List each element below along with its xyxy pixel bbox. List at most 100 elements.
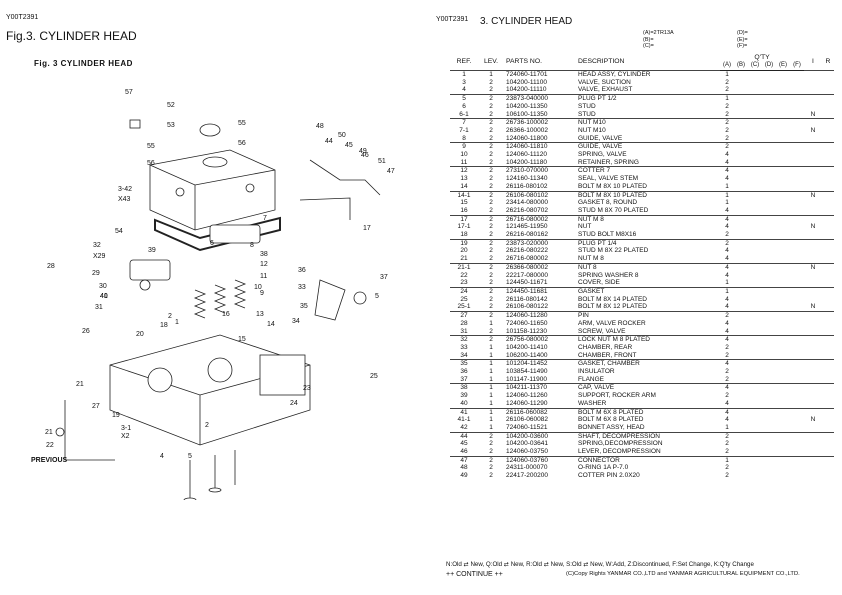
qty-e-cell [776,247,790,255]
ref-cell: 28 [460,319,468,327]
qty-e-cell [776,199,790,207]
qty-e-cell [776,231,790,239]
qty-f-cell [790,118,804,127]
qty-e-cell [776,255,790,263]
qty-c-cell [748,352,762,360]
qty-a-cell: 4 [725,247,729,255]
ref-cell: 19 [450,238,478,248]
level-cell: 2 [489,110,493,118]
level-cell: 2 [489,440,493,448]
part-number-cell: 23873-020000 [504,238,574,248]
description-cell: RETAINER, SPRING [578,158,639,166]
qty-e-cell [776,118,790,127]
callout: 20 [136,331,144,338]
qty-e-cell [776,455,790,465]
interchange-cell [804,472,822,480]
level-cell: 2 [478,286,504,296]
ref-cell: 6-1 [459,110,469,118]
cylinder-head-block-drawing [109,334,311,446]
qty-a-cell: 2 [725,78,729,86]
description-cell: O-RING 1A P-7.0 [578,464,629,472]
qty-e-cell [776,392,790,400]
qty-b-cell [734,247,748,255]
ref-cell: 47 [450,455,478,465]
bonnet-cover-drawing [149,149,276,231]
qty-a-cell: 2 [725,110,729,118]
remark-cell [822,352,834,360]
description-cell: SEAL, VALVE STEM [578,175,639,183]
description-cell: NUT M 8 [578,255,604,263]
qty-f-cell [790,376,804,384]
ref-cell: 17 [450,214,478,224]
nozzle-drawing [314,279,346,321]
interchange-cell [804,151,822,159]
ref-cell: 25-1 [457,303,471,311]
qty-d-cell [762,455,776,465]
ref-cell: 18 [460,231,468,239]
callout: 41 [100,293,108,300]
header-parts-no: PARTS NO. [506,58,543,66]
level-cell: 2 [489,271,493,279]
qty-c-cell [748,223,762,231]
level-cell: 2 [478,214,504,224]
qty-d-cell [762,344,776,352]
level-cell: 2 [489,472,493,480]
header-ref: REF. [456,58,472,66]
description-cell: VALVE, SUCTION [578,78,631,86]
qty-b-cell [734,464,748,472]
interchange-cell [804,69,822,79]
qty-f-cell [790,464,804,472]
qty-b-cell [734,103,748,111]
part-number-cell: 724060-11701 [504,69,574,79]
qty-c-cell [748,464,762,472]
qty-f-cell [790,392,804,400]
qty-a-cell: 1 [725,182,729,190]
qty-b-cell [734,79,748,87]
qty-c-cell [748,448,762,456]
callout: 38 [260,251,268,258]
qty-a-cell: 2 [725,102,729,110]
qty-b-cell [734,431,748,441]
qty-c-cell [748,440,762,448]
callout: 35 [300,303,308,310]
qty-b-cell [734,190,748,200]
level-cell: 2 [489,303,493,311]
qty-a-cell: 2 [725,375,729,383]
level-cell: 2 [489,199,493,207]
interchange-cell [804,464,822,472]
interchange-cell [804,272,822,280]
qty-c-cell [748,159,762,167]
qty-f-cell [790,472,804,480]
qty-e-cell [776,472,790,480]
callout: 19 [112,412,120,419]
ref-cell: 38 [450,383,478,393]
callout: X43 [118,196,131,203]
interchange-cell [804,286,822,296]
interchange-cell [804,166,822,176]
callout: 32 [93,242,101,249]
qty-a-cell: 2 [720,311,734,320]
interchange-cell [804,135,822,143]
ref-cell: 42 [460,423,468,431]
qty-d-cell [762,151,776,159]
ref-cell: 11 [460,158,468,166]
qty-b-cell [734,223,748,231]
part-number-cell: 121465-11950 [506,223,548,231]
interchange-cell [804,296,822,304]
part-number-cell: 22217-080000 [506,271,548,279]
qty-d-cell [762,328,776,336]
part-number-cell: 22417-200200 [506,472,548,480]
qty-d-cell [762,311,776,320]
description-cell: CHAMBER, FRONT [578,351,637,359]
description-cell: NUT 8 [574,262,720,272]
qty-d-cell [762,159,776,167]
part-number-cell: 104200-11100 [506,78,547,86]
qty-d-cell [762,142,776,152]
